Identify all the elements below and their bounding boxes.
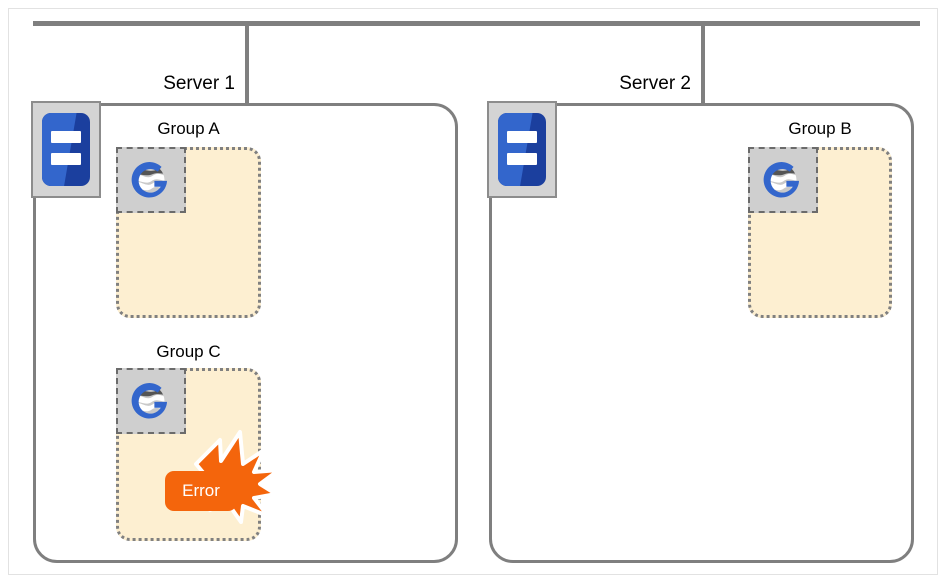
group-a-container[interactable] [116, 147, 261, 318]
group-b-instance[interactable] [748, 147, 818, 213]
server-2-label: Server 2 [619, 73, 691, 94]
server-slot-bar [507, 131, 537, 143]
server-2-machine-icon [487, 101, 557, 198]
page-frame [8, 8, 938, 575]
connector-drop-server-2 [701, 24, 705, 105]
server-chassis [42, 113, 90, 186]
server-1-label: Server 1 [163, 73, 235, 94]
group-c-instance[interactable] [116, 368, 186, 434]
group-c-label: Group C [156, 342, 221, 361]
connector-drop-server-1 [245, 24, 249, 105]
server-chassis [498, 113, 546, 186]
group-a-label: Group A [157, 119, 220, 138]
server-slot-bar [51, 153, 81, 165]
error-badge[interactable]: Error [165, 471, 237, 511]
globe-g-icon [131, 162, 168, 198]
server-slot-bar [507, 153, 537, 165]
connector-bus-line [33, 21, 920, 26]
globe-g-icon [131, 383, 168, 419]
server-slot-bar [51, 131, 81, 143]
group-b-container[interactable] [748, 147, 892, 318]
server-1-machine-icon [31, 101, 101, 198]
group-b-label: Group B [788, 119, 852, 138]
globe-g-icon [763, 162, 800, 198]
group-a-instance[interactable] [116, 147, 186, 213]
